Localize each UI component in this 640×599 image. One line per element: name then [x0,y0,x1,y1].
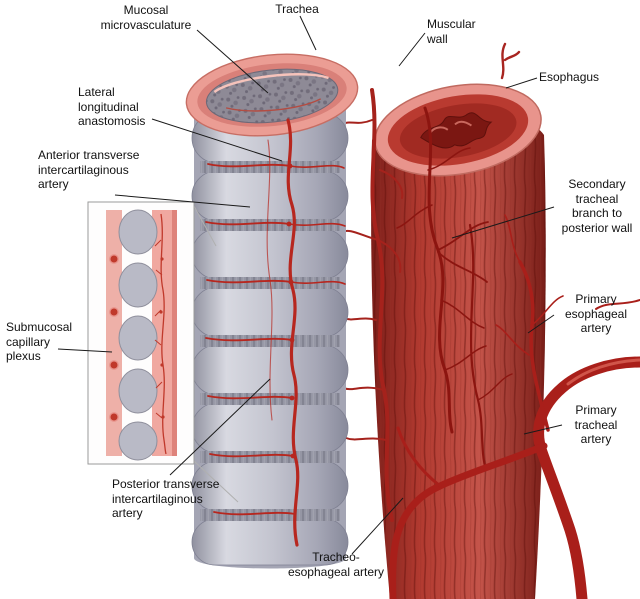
leader-primary-esophageal-artery [527,314,555,334]
label-posterior-transverse-intercartilaginous-artery: Posterior transverse intercartilaginous … [112,477,220,521]
label-tracheo-esophageal-artery: Tracheo-esophageal artery [287,550,385,579]
label-lateral-longitudinal-anastomosis: Lateral longitudinal anastomosis [78,85,146,129]
label-submucosal-capillary-plexus: Submucosal capillary plexus [6,320,73,364]
inset-wall-cross-section [87,201,239,503]
leader-tracheo-esophageal-artery [351,497,404,555]
leader-anterior-transverse-artery [114,194,251,208]
label-trachea: Trachea [275,2,319,16]
esophagus-lumen [420,112,493,149]
label-primary-tracheal-artery: Primary tracheal artery [574,403,618,447]
label-anterior-transverse-intercartilaginous-artery: Anterior transverse intercartilaginous a… [38,148,140,192]
inset-transverse-artery-dots [109,254,119,422]
leader-posterior-transverse-artery [169,378,271,476]
leader-secondary-tracheal-branch [451,206,555,239]
primary-tracheal-artery-vessel [533,356,640,599]
label-muscular-wall: Muscular wall [427,17,476,46]
leader-primary-tracheal-artery [523,424,563,435]
esophageal-surface-vessels [396,106,513,472]
tracheo-esophageal-artery-vessel [389,442,548,599]
leader-mucosal-microvasculature [196,29,269,94]
leader-submucosal-capillary-plexus [57,348,113,353]
label-secondary-tracheal-branch: Secondary tracheal branch to posterior w… [561,177,633,235]
label-mucosal-microvasculature: Mucosal microvasculature [100,3,192,32]
esophageal-top-vessel [500,42,521,80]
leader-lateral-longitudinal-anastomosis [151,118,283,162]
trachea-opening [185,53,359,137]
inset-cartilage-sections [118,209,158,461]
label-esophagus: Esophagus [539,70,600,84]
inset-outer-layer [106,210,122,456]
tracheal-vessel-network [205,118,346,547]
primary-arteries [389,214,640,599]
leader-esophagus [505,77,538,89]
leader-trachea [299,15,317,51]
label-primary-esophageal-artery: Primary esophageal artery [564,292,628,336]
trachea-body [185,53,359,569]
leader-lines [57,15,563,555]
inset-capillary-plexus [154,213,167,455]
esophagus-body [371,42,546,599]
leader-muscular-wall [398,32,426,67]
